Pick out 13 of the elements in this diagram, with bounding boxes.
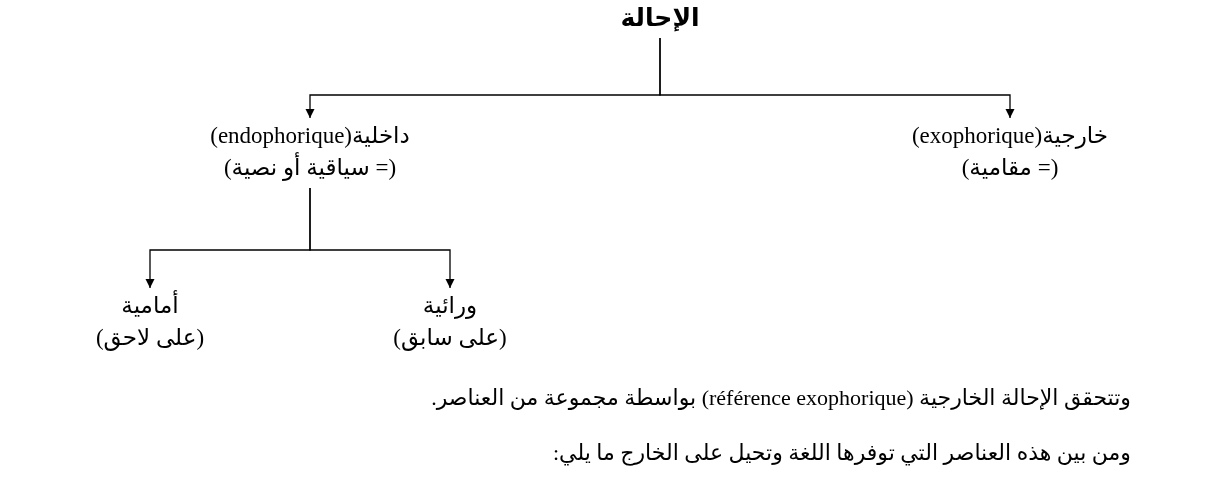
node-subtitle: (= سياقية أو نصية): [223, 152, 397, 184]
arrow: [659, 37, 1015, 119]
node-heading: ورائية: [422, 292, 478, 321]
node-heading: خارجية(exophorique): [911, 122, 1109, 151]
node-heading: الإحالة: [620, 3, 700, 34]
node-heading: أمامية: [121, 290, 179, 322]
node-subtitle: (على سابق): [393, 324, 507, 353]
node-subtitle: (على لاحق): [95, 324, 205, 353]
paragraph-text: وتتحقق الإحالة الخارجية (référence exophorique) بواسطة مجموعة من العناصر.: [431, 385, 1131, 411]
paragraph-text: ومن بين هذه العناصر التي توفرها اللغة وتحيل على الخارج ما يلي:: [552, 440, 1131, 466]
node-subtitle: (= مقامية): [961, 154, 1059, 182]
arrow: [309, 187, 455, 289]
node-heading: داخلية(endophorique): [210, 122, 410, 150]
